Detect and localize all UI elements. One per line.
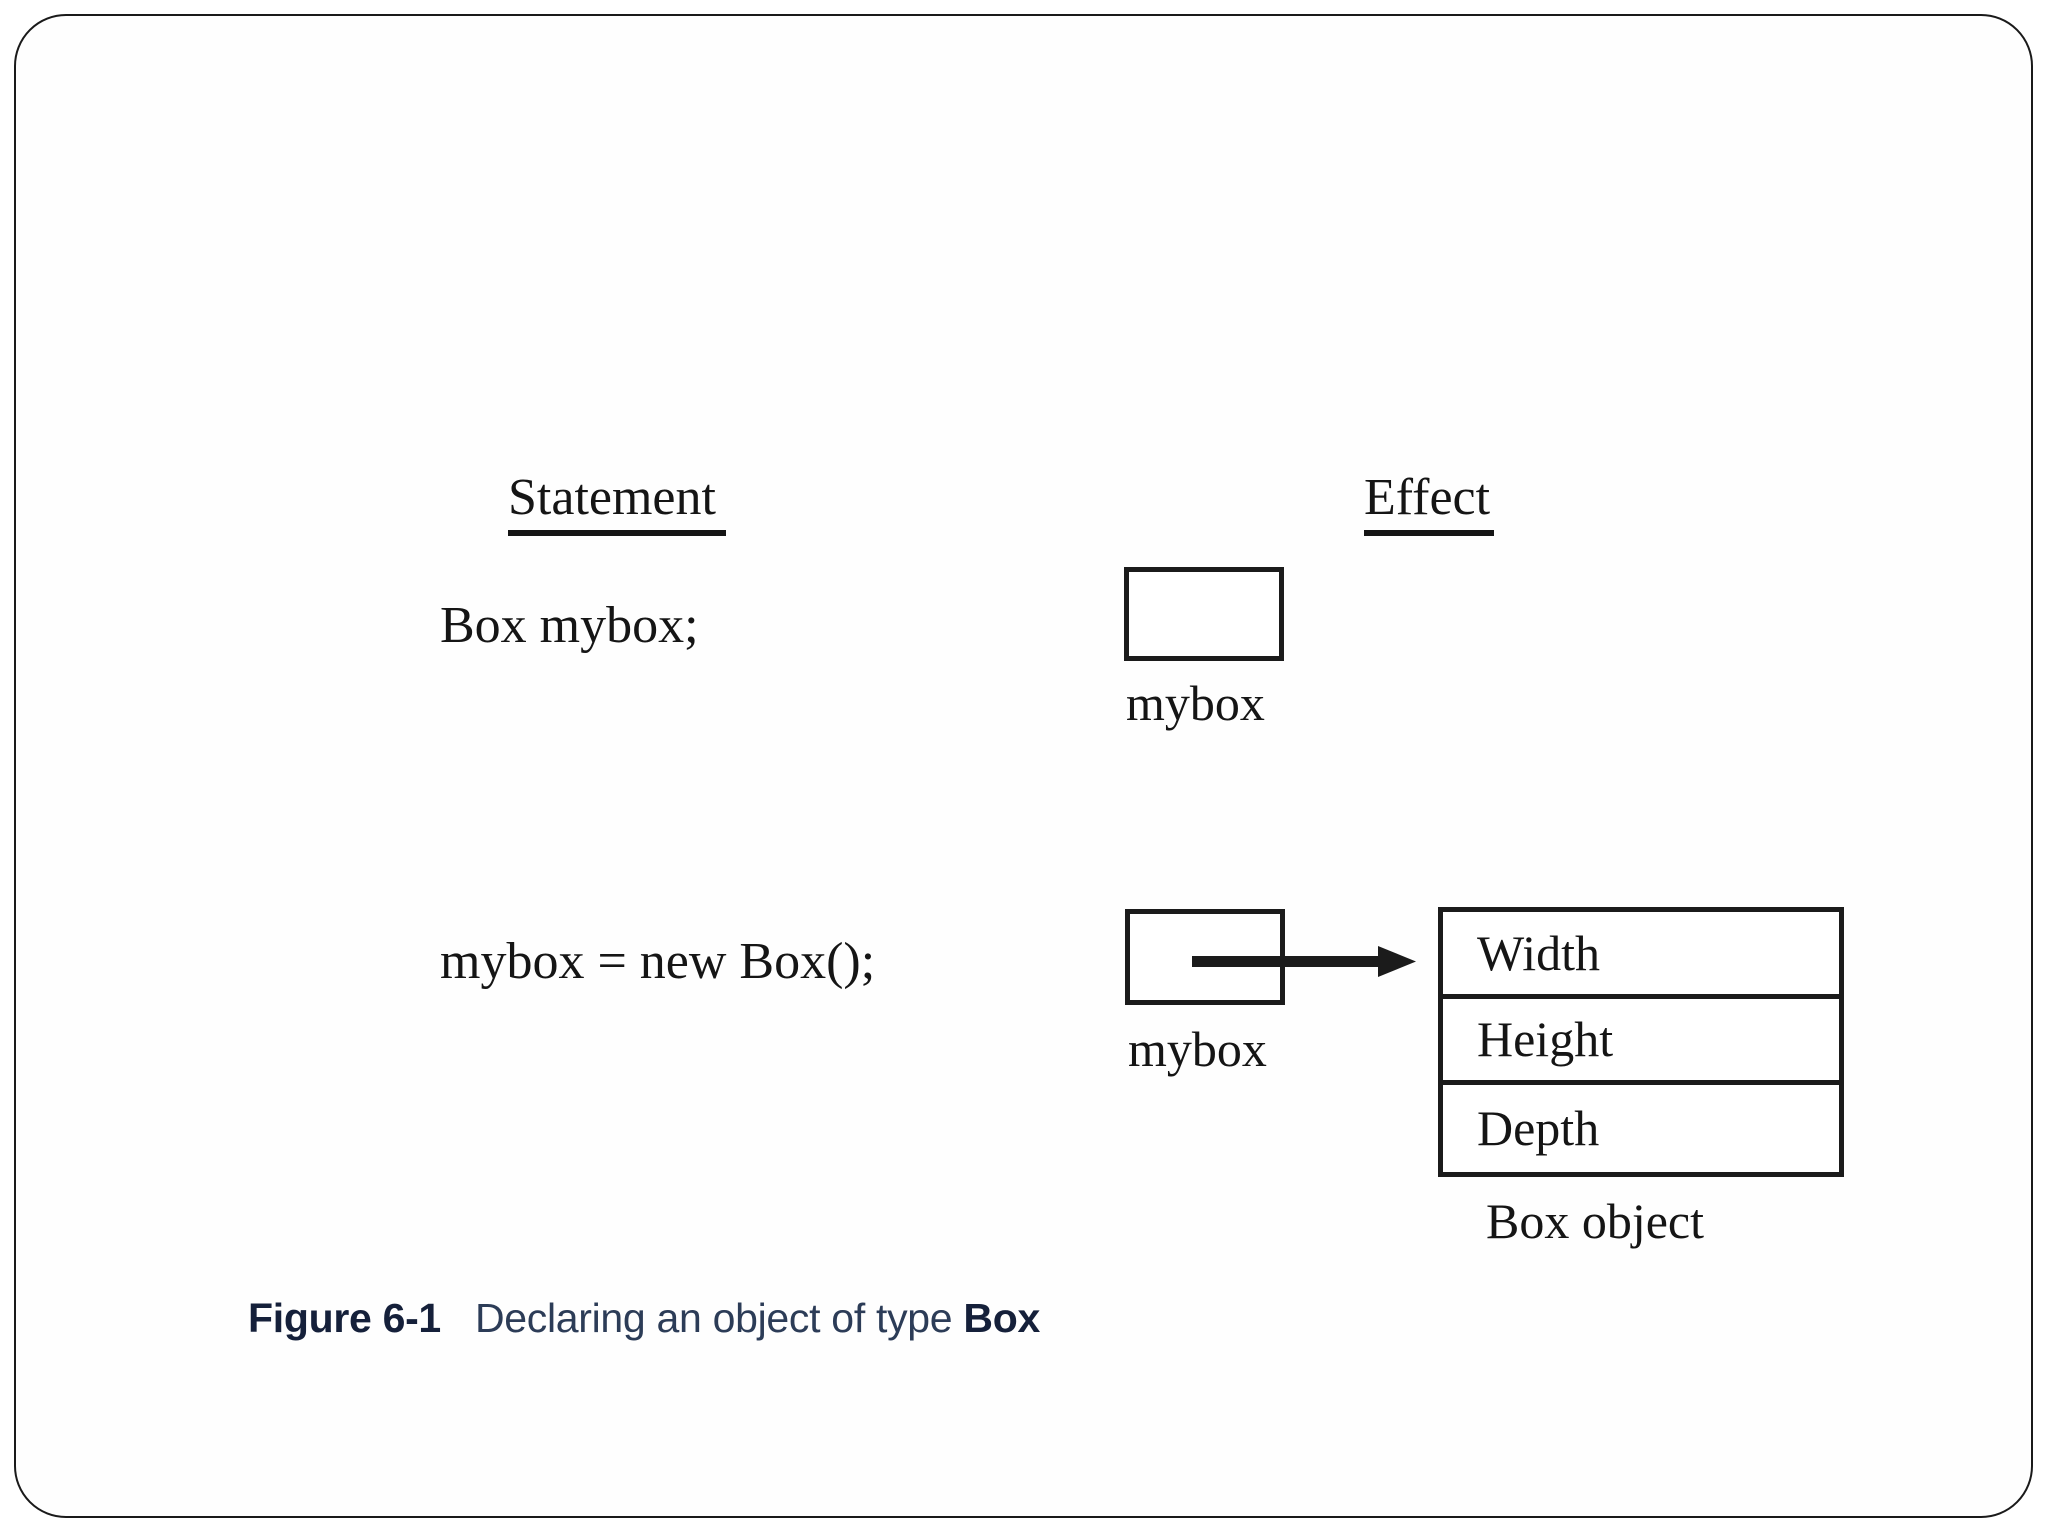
reference-box-label-row-1: mybox xyxy=(1126,675,1265,731)
column-header-effect: Effect xyxy=(1364,472,1494,536)
box-object-table-label: Box object xyxy=(1486,1193,1705,1249)
object-field-label-width: Width xyxy=(1477,924,1600,981)
object-field-label-depth: Depth xyxy=(1477,1100,1600,1157)
column-header-statement-label: Statement xyxy=(508,469,716,526)
object-field-row: Height xyxy=(1443,999,1839,1086)
column-header-effect-underline xyxy=(1364,530,1494,536)
slide-border-frame: Statement Effect Box mybox; mybox mybox … xyxy=(14,14,2033,1518)
reference-box-label-row-2: mybox xyxy=(1128,1021,1267,1077)
object-field-row: Depth xyxy=(1443,1085,1839,1172)
figure-caption-description: Declaring an object of type xyxy=(474,1295,964,1341)
figure-caption: Figure 6-1 Declaring an object of type Bo… xyxy=(248,1295,1040,1341)
box-object-table: Width Height Depth xyxy=(1438,907,1844,1177)
statement-row-1-text: Box mybox; xyxy=(440,597,699,654)
statement-row-2-text: mybox = new Box(); xyxy=(440,933,876,990)
figure-caption-type-name: Box xyxy=(963,1295,1040,1341)
object-field-label-height: Height xyxy=(1477,1011,1614,1068)
column-header-effect-label: Effect xyxy=(1364,469,1491,526)
arrow-right-icon xyxy=(1192,946,1416,977)
figure-caption-number: Figure 6-1 xyxy=(248,1295,441,1341)
object-field-row: Width xyxy=(1443,912,1839,999)
column-header-statement: Statement xyxy=(508,472,726,536)
column-header-statement-underline xyxy=(508,530,726,536)
reference-box-row-1 xyxy=(1124,567,1284,661)
